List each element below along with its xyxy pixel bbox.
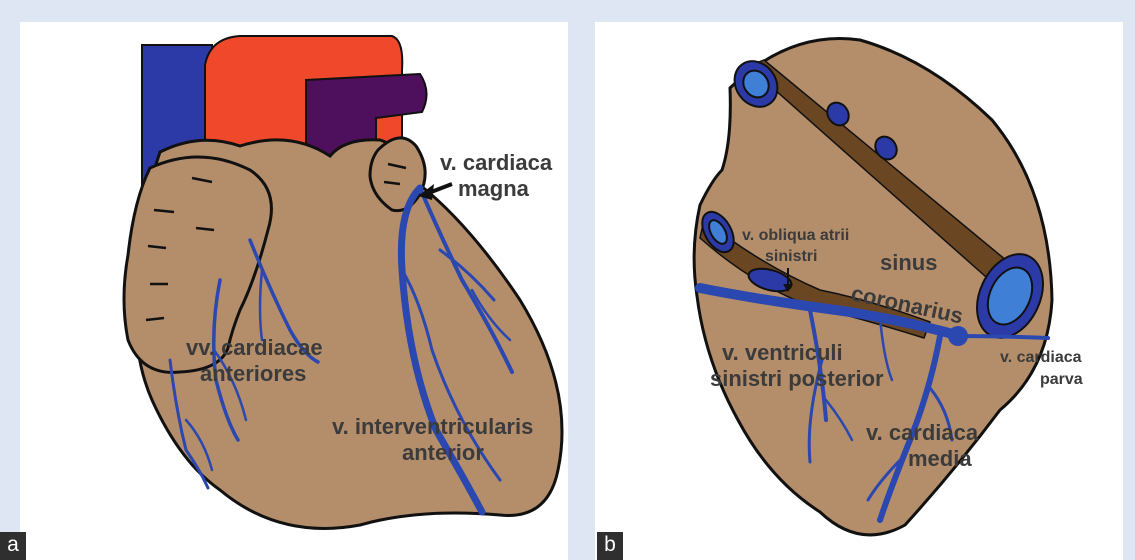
panel-tag-a: a bbox=[0, 532, 26, 560]
label-cardiacae-anteriores-line1: vv. cardiacae bbox=[186, 335, 323, 360]
panel-tag-b: b bbox=[597, 532, 623, 560]
label-interventricularis-line1: v. interventricularis bbox=[332, 414, 533, 439]
label-obliqua-atrii-line1: v. obliqua atrii bbox=[742, 227, 849, 244]
label-cardiaca-parva-line2: parva bbox=[1040, 371, 1083, 388]
label-cardiaca-magna-line2: magna bbox=[458, 176, 530, 201]
label-ventriculi-sinistri-line1: v. ventriculi bbox=[722, 340, 843, 365]
label-cardiacae-anteriores-line2: anteriores bbox=[200, 361, 306, 386]
label-sinus-coronarius-line1: sinus bbox=[880, 250, 937, 275]
coronary-sinus-ostium bbox=[948, 326, 968, 346]
label-cardiaca-parva-line1: v. cardiaca bbox=[1000, 349, 1082, 366]
label-obliqua-atrii-line2: sinistri bbox=[765, 248, 817, 265]
label-ventriculi-sinistri-line2: sinistri posterior bbox=[710, 366, 884, 391]
anterior-heart-view bbox=[124, 36, 562, 528]
label-cardiaca-magna-line1: v. cardiaca bbox=[440, 150, 553, 175]
label-cardiaca-media-line1: v. cardiaca bbox=[866, 420, 979, 445]
label-interventricularis-line2: anterior bbox=[402, 440, 484, 465]
label-cardiaca-media-line2: media bbox=[908, 446, 972, 471]
